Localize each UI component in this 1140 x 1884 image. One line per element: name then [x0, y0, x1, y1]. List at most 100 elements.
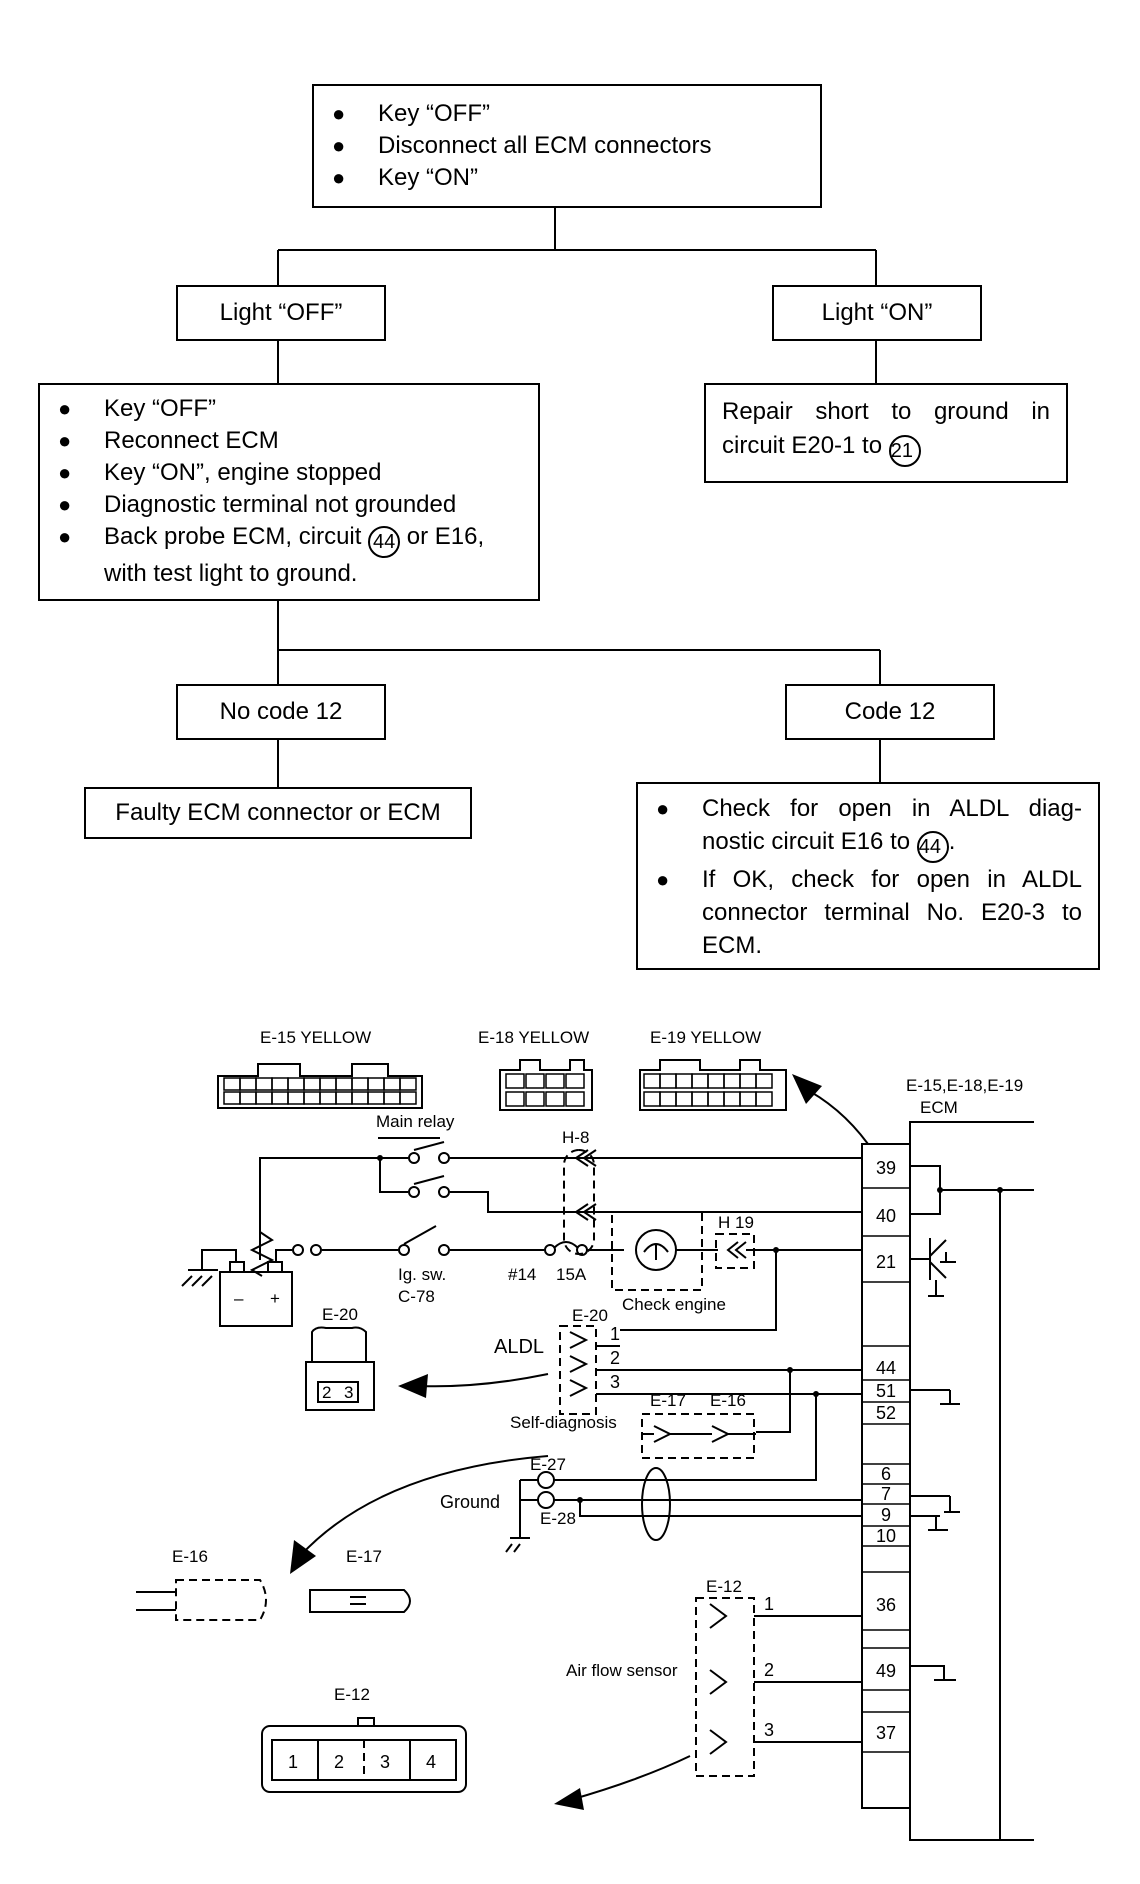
check-item-period: . — [948, 828, 956, 855]
sensor-pin-2: 2 — [764, 1660, 774, 1680]
svg-text:+: + — [270, 1289, 280, 1308]
e12-label: E-12 — [706, 1577, 742, 1596]
no-code-12-box: No code 12 — [176, 684, 386, 740]
check-item: If OK, check for open in ALDL connector … — [638, 863, 1082, 962]
ecm-pin-6: 6 — [881, 1464, 891, 1484]
ig-sw-connector: C-78 — [398, 1287, 435, 1306]
h8-connector — [563, 1149, 595, 1255]
svg-text:3: 3 — [380, 1752, 390, 1772]
ecm-internal-wiring — [910, 1165, 1034, 1840]
reconnect-item: Diagnostic terminal not grounded — [40, 489, 538, 521]
start-item: Key “OFF” — [314, 98, 820, 130]
ecm-pin-44: 44 — [876, 1358, 896, 1378]
e16-e17-parts: E-16 E-17 — [136, 1455, 549, 1621]
ecm-pin-52: 52 — [876, 1403, 896, 1423]
ecm-pin-strip: 39 40 21 44 51 52 6 7 9 10 36 49 37 — [861, 1143, 911, 1809]
main-relay: Main relay — [376, 1112, 455, 1198]
start-item: Disconnect all ECM connectors — [314, 130, 820, 162]
sensor-pin-1: 1 — [764, 1594, 774, 1614]
e15-connector-face — [217, 1063, 423, 1109]
e28-label: E-28 — [540, 1509, 576, 1528]
self-diagnosis-connector: Self-diagnosis E-17 E-16 — [510, 1391, 756, 1459]
ecm-pin-36: 36 — [876, 1595, 896, 1615]
svg-text:2: 2 — [322, 1383, 331, 1402]
faulty-ecm-box: Faulty ECM connector or ECM — [84, 787, 472, 839]
svg-text:3: 3 — [344, 1383, 353, 1402]
reconnect-box: Key “OFF” Reconnect ECM Key “ON”, engine… — [38, 383, 540, 601]
start-item: Key “ON” — [314, 162, 820, 194]
ecm-pin-21: 21 — [876, 1252, 896, 1272]
ground-label: Ground — [440, 1492, 500, 1512]
light-off-label: Light “OFF” — [219, 299, 343, 326]
e18-connector-label: E-18 YELLOW — [478, 1028, 589, 1047]
check-item-text: Check for open in ALDL diag- nostic circ… — [702, 795, 1082, 855]
circuit-21-marker: 21 — [888, 435, 921, 467]
no-code-12-label: No code 12 — [219, 698, 343, 725]
battery: – + — [181, 1244, 322, 1327]
light-on-label: Light “ON” — [821, 299, 933, 326]
faulty-ecm-text: Faulty ECM connector or ECM — [115, 799, 441, 826]
svg-text:E-20: E-20 — [322, 1305, 358, 1324]
svg-text:4: 4 — [426, 1752, 436, 1772]
h19-label: H 19 — [718, 1213, 754, 1232]
reconnect-item: Key “OFF” — [40, 393, 538, 425]
reconnect-item: Key “ON”, engine stopped — [40, 457, 538, 489]
ecm-pin-40: 40 — [876, 1206, 896, 1226]
reconnect-item-probe: Back probe ECM, circuit 44 or E16, with … — [40, 521, 538, 590]
e16-label: E-16 — [710, 1391, 746, 1410]
ecm-label: ECM — [920, 1098, 958, 1117]
check-item: Check for open in ALDL diag- nostic circ… — [638, 792, 1082, 863]
air-flow-sensor: E-12 Air flow sensor 1 2 3 — [566, 1577, 862, 1777]
repair-box: Repair short to ground in circuit E20-1 … — [704, 383, 1068, 483]
aldl-connector — [559, 1325, 597, 1415]
svg-text:2: 2 — [334, 1752, 344, 1772]
svg-text:–: – — [234, 1289, 244, 1308]
light-on-box: Light “ON” — [772, 285, 982, 341]
ecm-outline — [909, 1121, 1034, 1841]
svg-text:Main relay: Main relay — [376, 1112, 455, 1131]
aldl-pin-1: 1 — [610, 1324, 620, 1344]
light-off-box: Light “OFF” — [176, 285, 386, 341]
check-engine-lamp: Check engine — [611, 1211, 726, 1314]
svg-text:E-17: E-17 — [346, 1547, 382, 1566]
ecm-pin-10: 10 — [876, 1526, 896, 1546]
fuse-number: #14 — [508, 1265, 536, 1284]
ecm-pin-9: 9 — [881, 1505, 891, 1525]
e15-connector-label: E-15 YELLOW — [260, 1028, 371, 1047]
e20-part: E-20 2 3 — [305, 1305, 549, 1411]
ground-points: E-27 E-28 Ground — [440, 1455, 862, 1553]
ecm-pin-39: 39 — [876, 1158, 896, 1178]
aldl-label: ALDL — [494, 1336, 544, 1358]
aldl-pin-3: 3 — [610, 1372, 620, 1392]
reconnect-item: Reconnect ECM — [40, 425, 538, 457]
probe-text-post: or E16, with test light to ground. — [104, 523, 485, 587]
check-box: Check for open in ALDL diag- nostic circ… — [636, 782, 1100, 970]
start-box: Key “OFF” Disconnect all ECM connectors … — [312, 84, 822, 208]
code-12-label: Code 12 — [844, 698, 936, 725]
e12-part: E-12 1 2 3 4 — [261, 1685, 691, 1810]
circuit-44-marker: 44 — [916, 831, 949, 863]
ecm-pin-37: 37 — [876, 1723, 896, 1743]
circuit-44-marker: 44 — [368, 526, 401, 558]
air-flow-sensor-label: Air flow sensor — [566, 1661, 678, 1680]
sensor-pin-3: 3 — [764, 1720, 774, 1740]
e27-label: E-27 — [530, 1455, 566, 1474]
svg-text:E-12: E-12 — [334, 1685, 370, 1704]
e20-label: E-20 — [572, 1306, 608, 1325]
svg-text:E-16: E-16 — [172, 1547, 208, 1566]
h8-label: H-8 — [562, 1128, 589, 1147]
e19-connector-label: E-19 YELLOW — [650, 1028, 761, 1047]
ecm-pin-7: 7 — [881, 1484, 891, 1504]
code-12-box: Code 12 — [785, 684, 995, 740]
svg-text:1: 1 — [288, 1752, 298, 1772]
probe-text-pre: Back probe ECM, circuit — [104, 523, 362, 550]
ecm-pin-51: 51 — [876, 1381, 896, 1401]
ig-sw-label: Ig. sw. — [398, 1265, 446, 1284]
e19-connector-face — [639, 1059, 787, 1111]
e19-pointer-arrow — [792, 1074, 869, 1145]
ignition-switch: Ig. sw. C-78 — [322, 1225, 450, 1306]
relay-wiring — [249, 1155, 862, 1277]
svg-text:Self-diagnosis: Self-diagnosis — [510, 1413, 617, 1432]
aldl-pin-2: 2 — [610, 1348, 620, 1368]
